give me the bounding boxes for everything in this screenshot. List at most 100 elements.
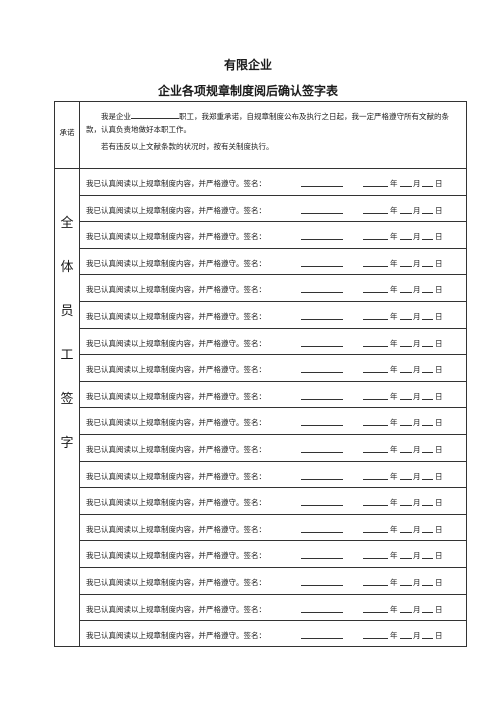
day-blank[interactable] — [422, 363, 433, 374]
month-blank[interactable] — [400, 523, 412, 533]
day-blank[interactable] — [422, 390, 433, 400]
signature-statement: 我已认真阅读以上规章制度内容，并严格遵守。签名： — [86, 258, 266, 268]
label-char: 全 — [60, 216, 74, 231]
year-blank[interactable] — [363, 523, 388, 533]
signature-row: 我已认真阅读以上规章制度内容，并严格遵守。签名：年月日 — [80, 355, 466, 382]
year-blank[interactable] — [363, 337, 388, 347]
year-label: 年 — [390, 365, 398, 375]
label-char: 签 — [60, 392, 74, 407]
year-blank[interactable] — [363, 496, 388, 507]
year-blank[interactable] — [363, 257, 388, 267]
company-blank[interactable] — [131, 110, 179, 119]
signature-blank[interactable] — [301, 523, 343, 533]
day-blank[interactable] — [422, 496, 433, 507]
signature-blank[interactable] — [301, 443, 343, 453]
year-label: 年 — [390, 418, 398, 428]
signature-blank[interactable] — [301, 629, 343, 640]
month-blank[interactable] — [400, 337, 412, 347]
month-blank[interactable] — [400, 629, 412, 640]
signature-blank[interactable] — [301, 549, 343, 560]
month-blank[interactable] — [400, 416, 412, 427]
year-blank[interactable] — [363, 443, 388, 453]
month-label: 月 — [413, 498, 421, 508]
signature-statement: 我已认真阅读以上规章制度内容，并严格遵守。签名： — [86, 631, 266, 641]
year-blank[interactable] — [363, 283, 388, 294]
signature-blank[interactable] — [301, 283, 343, 294]
signature-statement: 我已认真阅读以上规章制度内容，并严格遵守。签名： — [86, 311, 266, 321]
month-blank[interactable] — [400, 603, 412, 613]
year-blank[interactable] — [363, 603, 388, 613]
month-label: 月 — [413, 338, 421, 348]
year-blank[interactable] — [363, 629, 388, 640]
year-blank[interactable] — [363, 416, 388, 427]
signature-blank[interactable] — [301, 257, 343, 267]
day-blank[interactable] — [422, 576, 433, 586]
year-blank[interactable] — [363, 177, 388, 187]
signature-blank[interactable] — [301, 496, 343, 507]
day-blank[interactable] — [422, 230, 433, 241]
signature-blank[interactable] — [301, 230, 343, 241]
year-blank[interactable] — [363, 230, 388, 241]
month-label: 月 — [413, 232, 421, 242]
year-blank[interactable] — [363, 390, 388, 400]
signature-row: 我已认真阅读以上规章制度内容，并严格遵守。签名：年月日 — [80, 329, 466, 356]
signature-statement: 我已认真阅读以上规章制度内容，并严格遵守。签名： — [86, 577, 266, 587]
year-blank[interactable] — [363, 549, 388, 560]
month-blank[interactable] — [400, 363, 412, 374]
signature-blank[interactable] — [301, 603, 343, 613]
month-blank[interactable] — [400, 470, 412, 480]
year-blank[interactable] — [363, 310, 388, 320]
year-label: 年 — [390, 498, 398, 508]
day-blank[interactable] — [422, 283, 433, 294]
month-blank[interactable] — [400, 177, 412, 187]
month-blank[interactable] — [400, 576, 412, 586]
year-blank[interactable] — [363, 470, 388, 480]
day-blank[interactable] — [422, 523, 433, 533]
month-blank[interactable] — [400, 230, 412, 241]
signature-blank[interactable] — [301, 337, 343, 347]
day-blank[interactable] — [422, 443, 433, 453]
signature-blank[interactable] — [301, 310, 343, 320]
month-blank[interactable] — [400, 443, 412, 453]
signature-row: 我已认真阅读以上规章制度内容，并严格遵守。签名：年月日 — [80, 222, 466, 249]
signature-blank[interactable] — [301, 416, 343, 427]
day-blank[interactable] — [422, 257, 433, 267]
signature-row: 我已认真阅读以上规章制度内容，并严格遵守。签名：年月日 — [80, 568, 466, 595]
signature-blank[interactable] — [301, 470, 343, 480]
day-blank[interactable] — [422, 177, 433, 187]
year-blank[interactable] — [363, 204, 388, 214]
signature-blank[interactable] — [301, 363, 343, 374]
day-blank[interactable] — [422, 310, 433, 320]
year-blank[interactable] — [363, 363, 388, 374]
month-blank[interactable] — [400, 204, 412, 214]
day-blank[interactable] — [422, 470, 433, 480]
signature-statement: 我已认真阅读以上规章制度内容，并严格遵守。签名： — [86, 524, 266, 534]
month-blank[interactable] — [400, 390, 412, 400]
label-char: 员 — [60, 304, 74, 319]
signature-blank[interactable] — [301, 177, 343, 187]
signature-row: 我已认真阅读以上规章制度内容，并严格遵守。签名：年月日 — [80, 541, 466, 568]
day-label: 日 — [435, 604, 443, 614]
day-blank[interactable] — [422, 549, 433, 560]
day-blank[interactable] — [422, 603, 433, 613]
month-label: 月 — [413, 365, 421, 375]
year-blank[interactable] — [363, 576, 388, 586]
year-label: 年 — [390, 444, 398, 454]
month-blank[interactable] — [400, 549, 412, 560]
pledge-text-before-blank: 我是企业 — [101, 112, 131, 121]
signature-blank[interactable] — [301, 576, 343, 586]
day-label: 日 — [435, 418, 443, 428]
day-blank[interactable] — [422, 204, 433, 214]
day-blank[interactable] — [422, 416, 433, 427]
day-label: 日 — [435, 311, 443, 321]
month-blank[interactable] — [400, 257, 412, 267]
month-blank[interactable] — [400, 496, 412, 507]
month-blank[interactable] — [400, 310, 412, 320]
signature-statement: 我已认真阅读以上规章制度内容，并严格遵守。签名： — [86, 551, 266, 561]
signature-blank[interactable] — [301, 390, 343, 400]
month-blank[interactable] — [400, 283, 412, 294]
month-label: 月 — [413, 577, 421, 587]
day-blank[interactable] — [422, 337, 433, 347]
signature-blank[interactable] — [301, 204, 343, 214]
day-blank[interactable] — [422, 629, 433, 640]
